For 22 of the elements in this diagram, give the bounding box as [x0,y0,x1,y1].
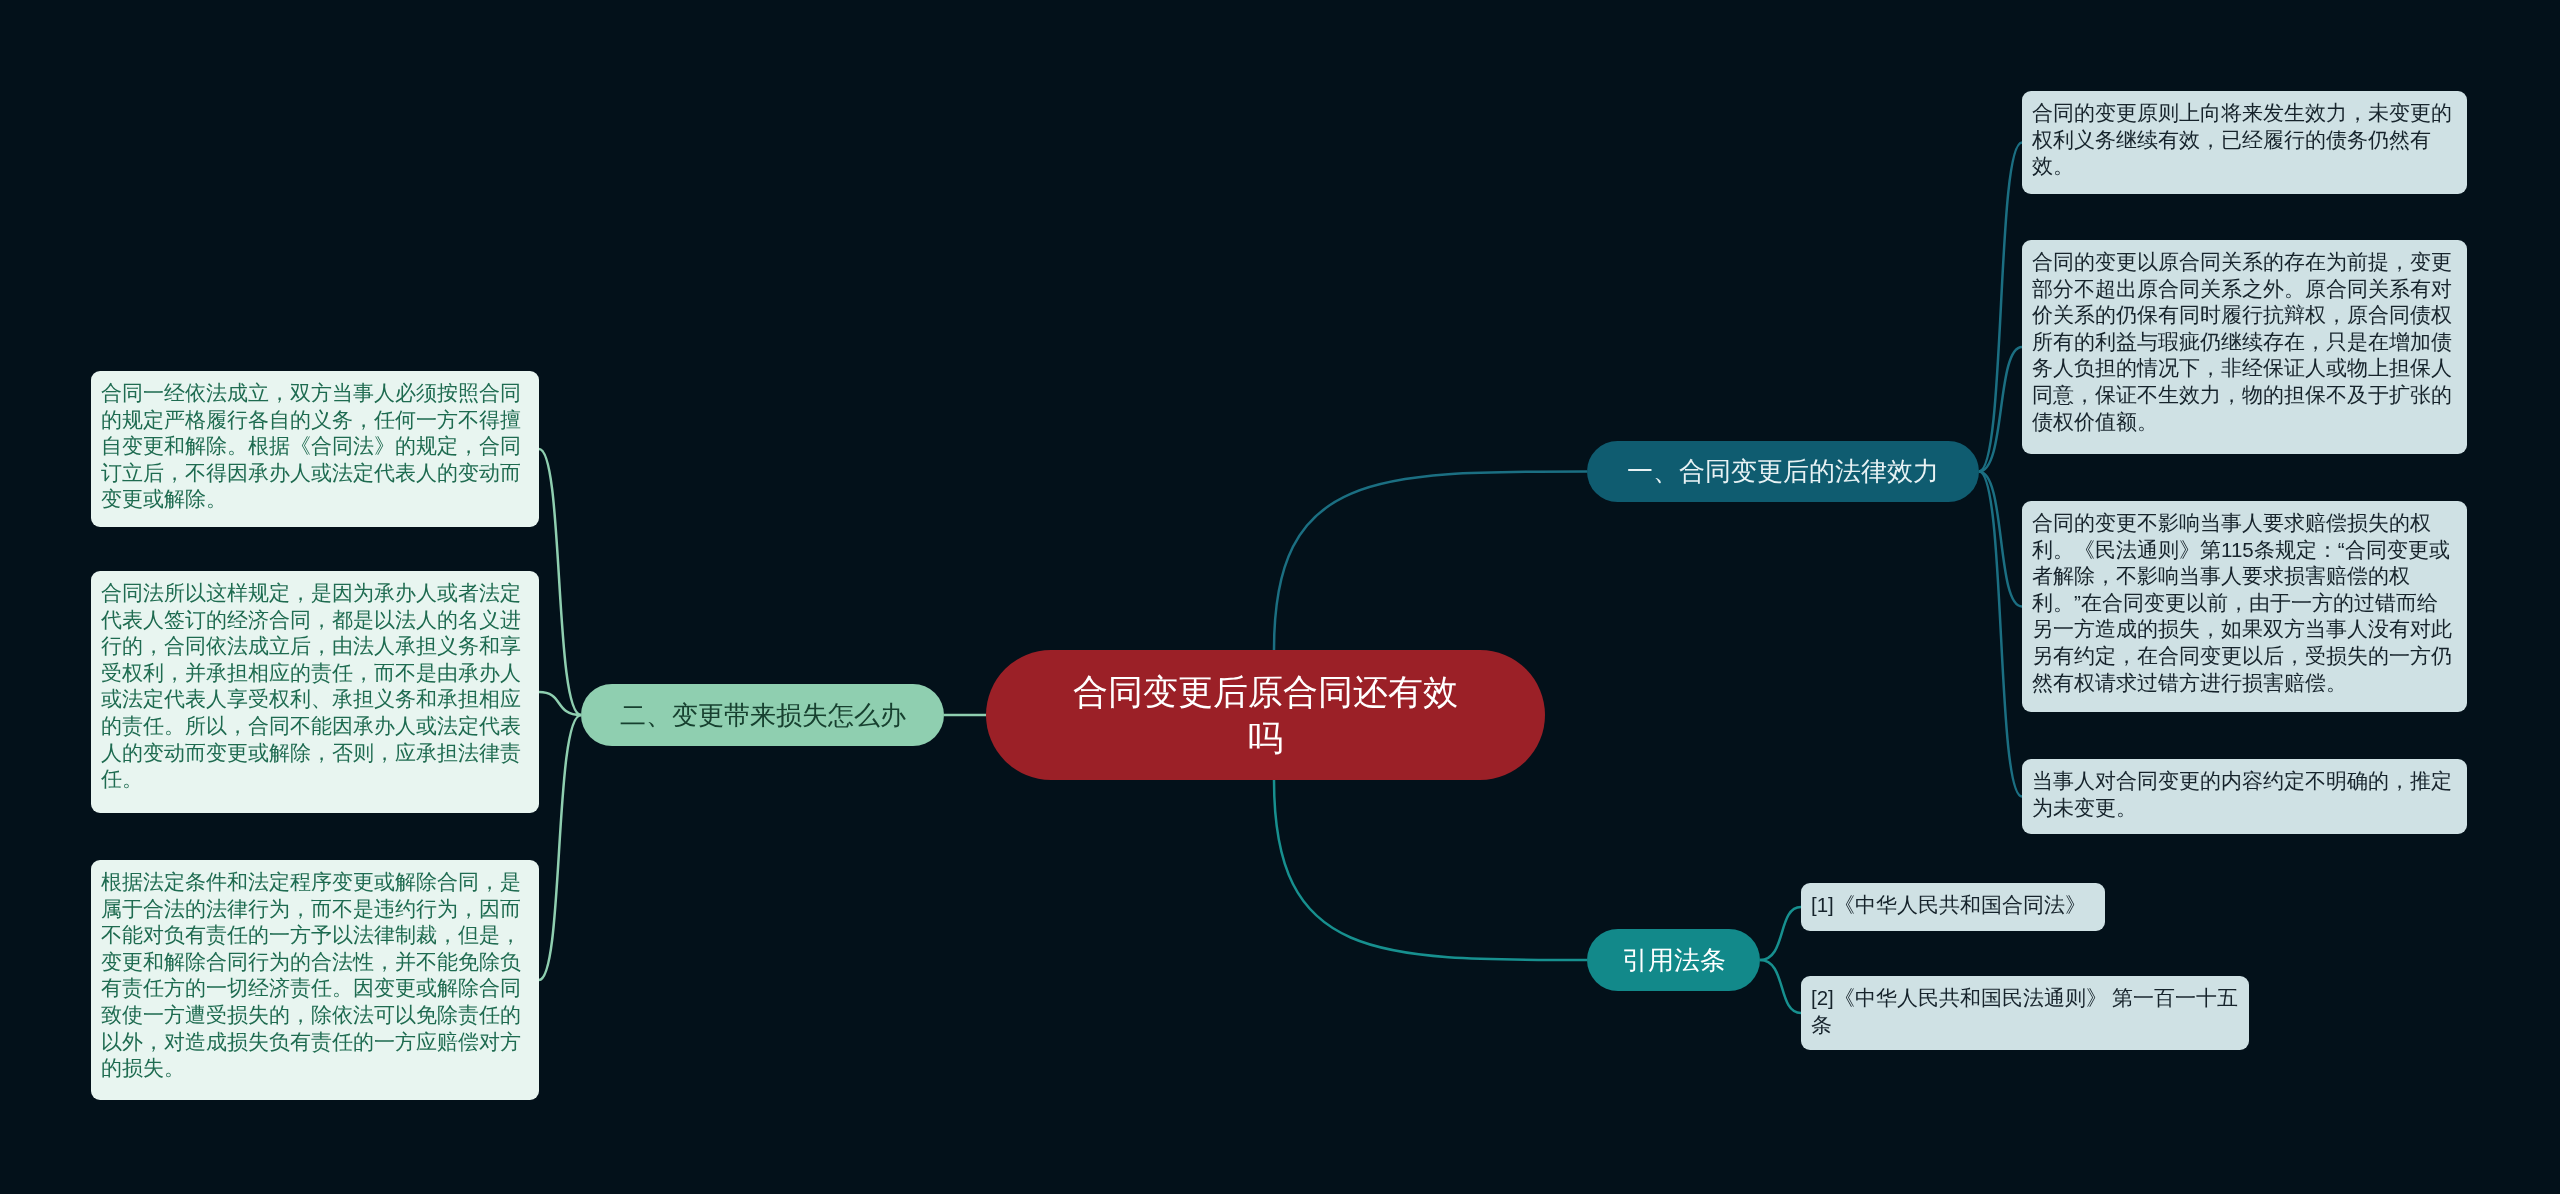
text-card: 当事人对合同变更的内容约定不明确的，推定为未变更。 [2022,759,2467,834]
citation-card: [1]《中华人民共和国合同法》 [1801,883,2105,931]
branch-topic: 一、合同变更后的法律效力 [1587,441,1979,502]
text-card: 合同的变更原则上向将来发生效力，未变更的权利义务继续有效，已经履行的债务仍然有效。 [2022,91,2467,194]
branch-topic: 引用法条 [1587,929,1760,991]
connector-line [1272,779,1587,962]
root-topic: 合同变更后原合同还有效吗 [986,650,1545,780]
connector-line [1759,958,1802,1015]
connector-line [1272,470,1587,651]
text-card: 根据法定条件和法定程序变更或解除合同，是属于合法的法律行为，而不是违约行为，因而不能对负有责任的一方予以法律制裁，但是，变更和解除合同行为的合法性，并不能免除负有责任方的一切经济责任。因变更或解除合同致使一方遭受损失的，除依法可以免除责任的以外，对造成损失负有责任的一方应赔偿对方的损失。 [91,860,539,1100]
citation-card: [2]《中华人民共和国民法通则》 第一百一十五条 [1801,976,2249,1050]
text-card: 合同的变更不影响当事人要求赔偿损失的权利。《民法通则》第115条规定：“合同变更或者解除，不影响当事人要求损害赔偿的权利。”在合同变更以前，由于一方的过错而给另一方造成的损失，如果双方当事人没有对此另有约定，在合同变更以后，受损失的一方仍然有权请求过错方进行损害赔偿。 [2022,501,2467,712]
connector-line [1759,905,1802,962]
connector-line [538,448,582,716]
connector-line [538,714,582,981]
connector-line [1978,470,2023,798]
text-card: 合同一经依法成立，双方当事人必须按照合同的规定严格履行各自的义务，任何一方不得擅自变更和解除。根据《合同法》的规定，合同订立后，不得因承办人或法定代表人的变动而变更或解除。 [91,371,539,527]
connector-line [944,713,986,717]
branch-topic: 二、变更带来损失怎么办 [581,684,944,746]
text-card: 合同的变更以原合同关系的存在为前提，变更部分不超出原合同关系之外。原合同关系有对价关系的仍保有同时履行抗辩权，原合同债权所有的利益与瑕疵仍继续存在，只是在增加债务人负担的情况下，非经保证人或物上担保人同意，保证不生效力，物的担保不及于扩张的债权价值额。 [2022,240,2467,454]
connector-line [1978,141,2023,473]
text-card: 合同法所以这样规定，是因为承办人或者法定代表人签订的经济合同，都是以法人的名义进行的，合同依法成立后，由法人承担义务和享受权利，并承担相应的责任，而不是由承办人或法定代表人享受权利、承担义务和承担相应的责任。所以，合同不能因承办人或法定代表人的变动而变更或解除，否则，应承担法律责任。 [91,571,539,813]
